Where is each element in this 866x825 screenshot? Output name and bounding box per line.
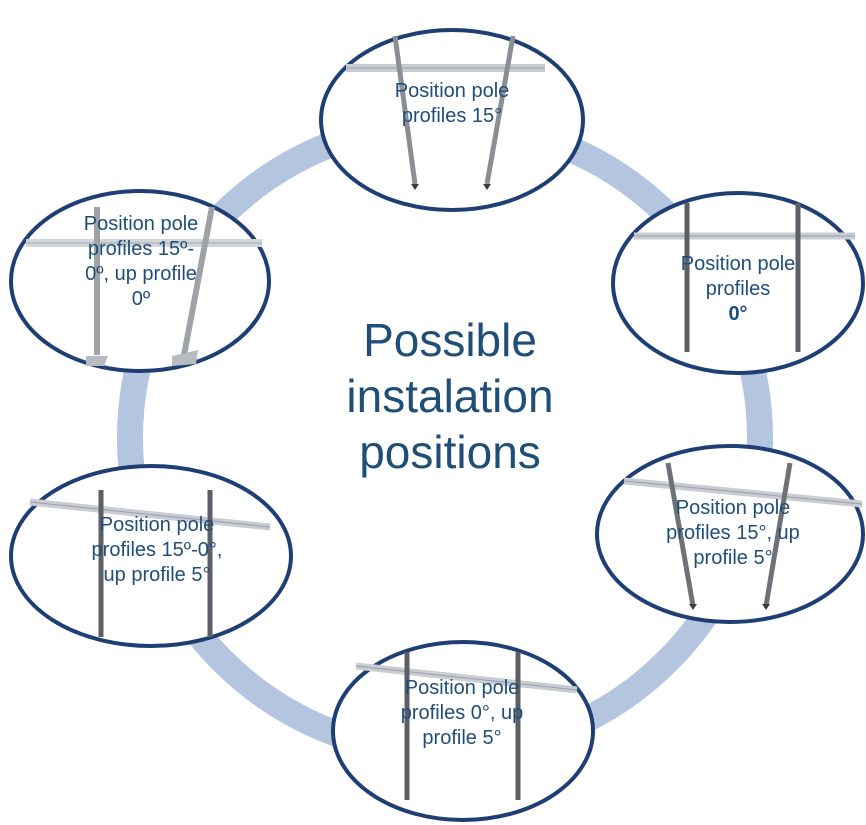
- node-bottom-label: Position pole profiles 0°, up profile 5°: [367, 676, 557, 751]
- node-lower-right-label-line-3: profile 5°: [693, 547, 773, 569]
- center-title: Possible instalation positions: [300, 312, 600, 480]
- node-lower-left-ellipse: [9, 464, 293, 648]
- node-upper-left-label-line-2: profiles 15º-: [87, 238, 195, 260]
- node-upper-left-label-line-3: 0º, up profile: [85, 263, 197, 285]
- center-title-line-1: Possible: [363, 314, 537, 366]
- node-right: [611, 191, 865, 375]
- node-lower-right-pole-illustration: [623, 462, 863, 610]
- node-lower-left-label-line-3: up profile 5°: [103, 564, 211, 586]
- node-top-label: Position pole profiles 15°: [362, 79, 542, 129]
- node-upper-left: [9, 189, 271, 373]
- node-lower-left: [9, 464, 293, 648]
- node-lower-right-ellipse: [595, 444, 865, 624]
- node-right-label: Position pole profiles 0°: [653, 252, 823, 327]
- node-lower-right-label: Position pole profiles 15°, up profile 5…: [633, 496, 833, 571]
- node-right-label-line-2: profiles 0°: [653, 277, 823, 327]
- node-bottom-label-line-1: Position pole: [404, 677, 520, 699]
- center-title-line-2: instalation: [346, 370, 554, 422]
- node-lower-left-label-line-1: Position pole: [99, 514, 215, 536]
- node-upper-left-pole-illustration: [26, 206, 262, 366]
- node-lower-right: [595, 444, 865, 624]
- node-lower-right-label-line-2: profiles 15°, up: [666, 522, 800, 544]
- node-upper-left-label-line-1: Position pole: [83, 213, 199, 235]
- node-lower-left-pole-illustration: [29, 490, 271, 637]
- node-top-label-line-2: profiles 15°: [401, 105, 503, 127]
- node-right-label-line-1: Position pole: [680, 253, 796, 275]
- node-lower-right-label-line-1: Position pole: [675, 497, 791, 519]
- node-top-ellipse: [319, 28, 585, 212]
- node-bottom-label-line-2: profiles 0°, up: [400, 702, 524, 724]
- node-bottom-label-line-3: profile 5°: [422, 727, 502, 749]
- node-upper-left-label-line-4: 0º: [131, 288, 151, 310]
- node-upper-left-label: Position pole profiles 15º- 0º, up profi…: [52, 212, 230, 312]
- node-lower-left-label: Position pole profiles 15º-0°, up profil…: [62, 513, 252, 588]
- node-bottom-pole-illustration: [355, 652, 578, 800]
- node-right-pole-illustration: [634, 203, 855, 352]
- center-title-line-3: positions: [359, 426, 541, 478]
- node-lower-left-label-line-2: profiles 15º-0°,: [91, 539, 223, 561]
- node-top-pole-illustration: [346, 35, 545, 190]
- node-right-label-line-2-bold: 0°: [728, 303, 748, 325]
- node-top-label-line-1: Position pole: [394, 80, 510, 102]
- node-right-label-line-2-text: profiles: [705, 278, 771, 300]
- node-top: [319, 28, 585, 212]
- node-bottom: [331, 640, 595, 822]
